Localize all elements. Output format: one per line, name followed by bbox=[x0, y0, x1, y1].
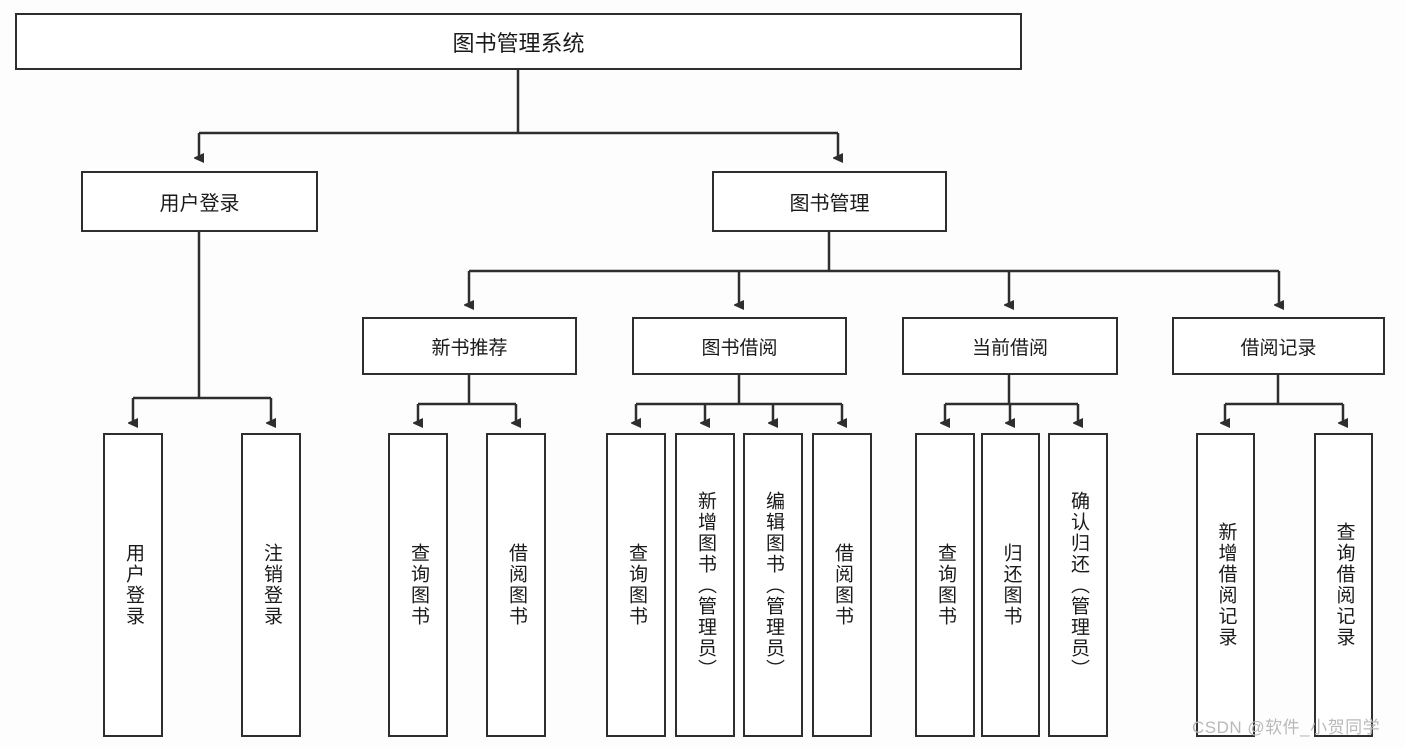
node-label: 当前借阅 bbox=[971, 337, 1048, 359]
node-label: 借阅记录 bbox=[1240, 337, 1317, 359]
node-label: 图书管理系统 bbox=[452, 30, 585, 56]
node-label: 注销登录 bbox=[260, 543, 282, 627]
leaf-new-book-query-book[interactable]: 查询图书 bbox=[388, 433, 448, 737]
leaf-user-login-login[interactable]: 用户登录 bbox=[103, 433, 163, 737]
node-label: 借阅图书 bbox=[831, 543, 853, 627]
node-label: 确认归还（管理员） bbox=[1067, 490, 1089, 680]
node-label: 新书推荐 bbox=[431, 337, 508, 359]
node-label: 新增借阅记录 bbox=[1215, 522, 1237, 648]
node-book-borrow[interactable]: 图书借阅 bbox=[632, 317, 847, 375]
node-label: 用户登录 bbox=[159, 193, 240, 215]
node-label: 查询借阅记录 bbox=[1333, 522, 1355, 648]
node-label: 图书借阅 bbox=[701, 337, 778, 359]
node-label: 查询图书 bbox=[407, 543, 429, 627]
node-label: 图书管理 bbox=[789, 193, 870, 215]
node-label: 查询图书 bbox=[934, 543, 956, 627]
leaf-borrow-record-query-record[interactable]: 查询借阅记录 bbox=[1314, 433, 1373, 737]
node-current-borrow[interactable]: 当前借阅 bbox=[902, 317, 1118, 375]
leaf-borrow-record-add-record[interactable]: 新增借阅记录 bbox=[1196, 433, 1255, 737]
node-label: 编辑图书（管理员） bbox=[762, 490, 784, 680]
node-user-login[interactable]: 用户登录 bbox=[81, 171, 318, 232]
node-borrow-record[interactable]: 借阅记录 bbox=[1172, 317, 1385, 375]
leaf-book-borrow-edit-book-admin[interactable]: 编辑图书（管理员） bbox=[743, 433, 803, 737]
node-label: 用户登录 bbox=[122, 543, 144, 627]
leaf-book-borrow-borrow-book[interactable]: 借阅图书 bbox=[812, 433, 872, 737]
leaf-current-borrow-query-book[interactable]: 查询图书 bbox=[915, 433, 975, 737]
node-new-book-recommend[interactable]: 新书推荐 bbox=[362, 317, 577, 375]
leaf-current-borrow-confirm-return-admin[interactable]: 确认归还（管理员） bbox=[1048, 433, 1108, 737]
leaf-current-borrow-return-book[interactable]: 归还图书 bbox=[981, 433, 1040, 737]
node-label: 借阅图书 bbox=[505, 543, 527, 627]
node-root-book-management-system[interactable]: 图书管理系统 bbox=[15, 13, 1022, 70]
leaf-book-borrow-query-book[interactable]: 查询图书 bbox=[606, 433, 666, 737]
leaf-new-book-borrow-book[interactable]: 借阅图书 bbox=[486, 433, 546, 737]
leaf-book-borrow-add-book-admin[interactable]: 新增图书（管理员） bbox=[675, 433, 735, 737]
leaf-user-login-logout[interactable]: 注销登录 bbox=[241, 433, 301, 737]
node-book-management[interactable]: 图书管理 bbox=[712, 171, 947, 232]
node-label: 新增图书（管理员） bbox=[694, 490, 716, 680]
watermark-text: CSDN @软件_小贺同学 bbox=[1192, 718, 1381, 737]
node-label: 归还图书 bbox=[1000, 543, 1022, 627]
node-label: 查询图书 bbox=[625, 543, 647, 627]
